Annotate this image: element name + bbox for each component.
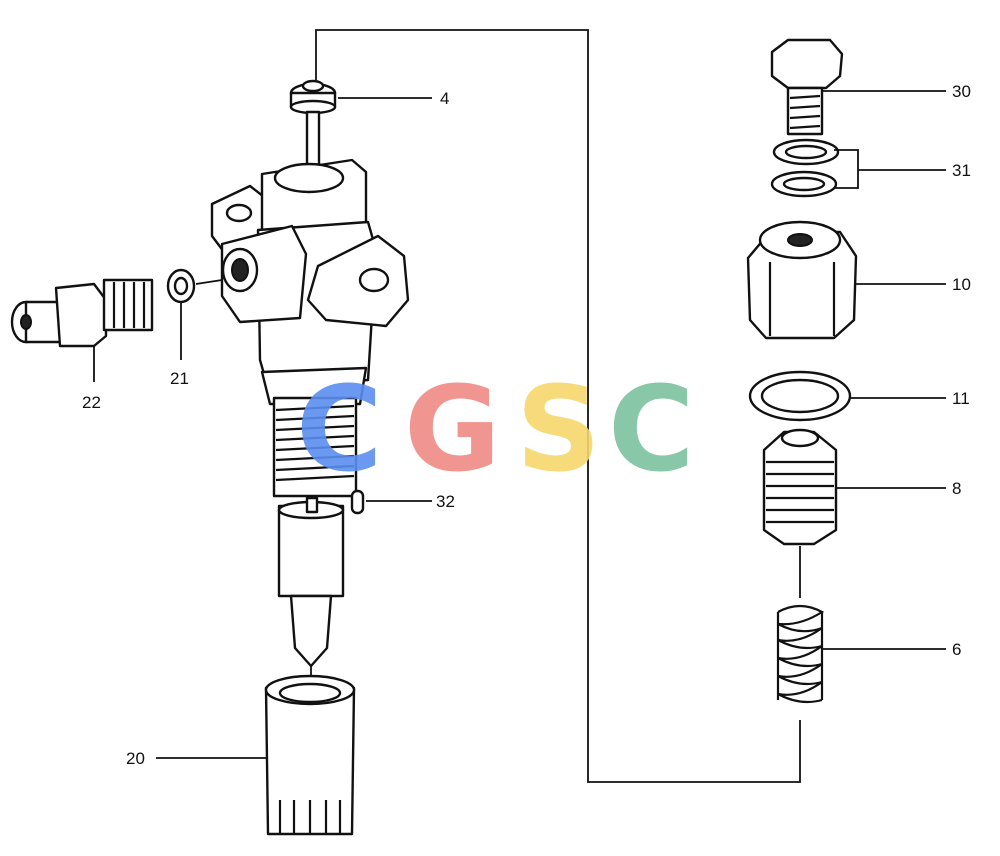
part-32-pin <box>350 489 365 515</box>
watermark-letter-s: S <box>516 360 601 498</box>
part-6-spring <box>776 604 825 704</box>
label-part-6: 6 <box>952 640 961 659</box>
part-21-washer <box>166 268 223 304</box>
label-part-21: 21 <box>170 369 189 388</box>
label-part-4: 4 <box>440 89 449 108</box>
label-part-11: 11 <box>952 389 970 408</box>
watermark-letter-c1: C <box>296 360 383 498</box>
injector-body <box>210 158 410 498</box>
watermark-letter-c2: C <box>608 360 695 498</box>
label-part-31: 31 <box>952 161 971 180</box>
part-20-nozzle-nut <box>264 674 356 836</box>
label-part-32: 32 <box>436 492 455 511</box>
label-part-20: 20 <box>126 749 145 768</box>
label-part-22: 22 <box>82 393 101 412</box>
connector-line <box>315 29 801 783</box>
label-part-10: 10 <box>952 275 971 294</box>
label-part-30: 30 <box>952 82 971 101</box>
part-11-o-ring <box>748 370 852 422</box>
part-22-inlet-connector <box>10 278 154 348</box>
part-8-spring-seat <box>762 428 838 598</box>
part-30-bolt <box>770 38 844 136</box>
watermark-logo: C G S C <box>296 360 695 498</box>
label-part-8: 8 <box>952 479 961 498</box>
nozzle <box>277 496 345 690</box>
part-10-cap-nut <box>746 220 858 340</box>
watermark-letter-g: G <box>404 360 501 498</box>
part-31-gaskets <box>770 138 859 198</box>
